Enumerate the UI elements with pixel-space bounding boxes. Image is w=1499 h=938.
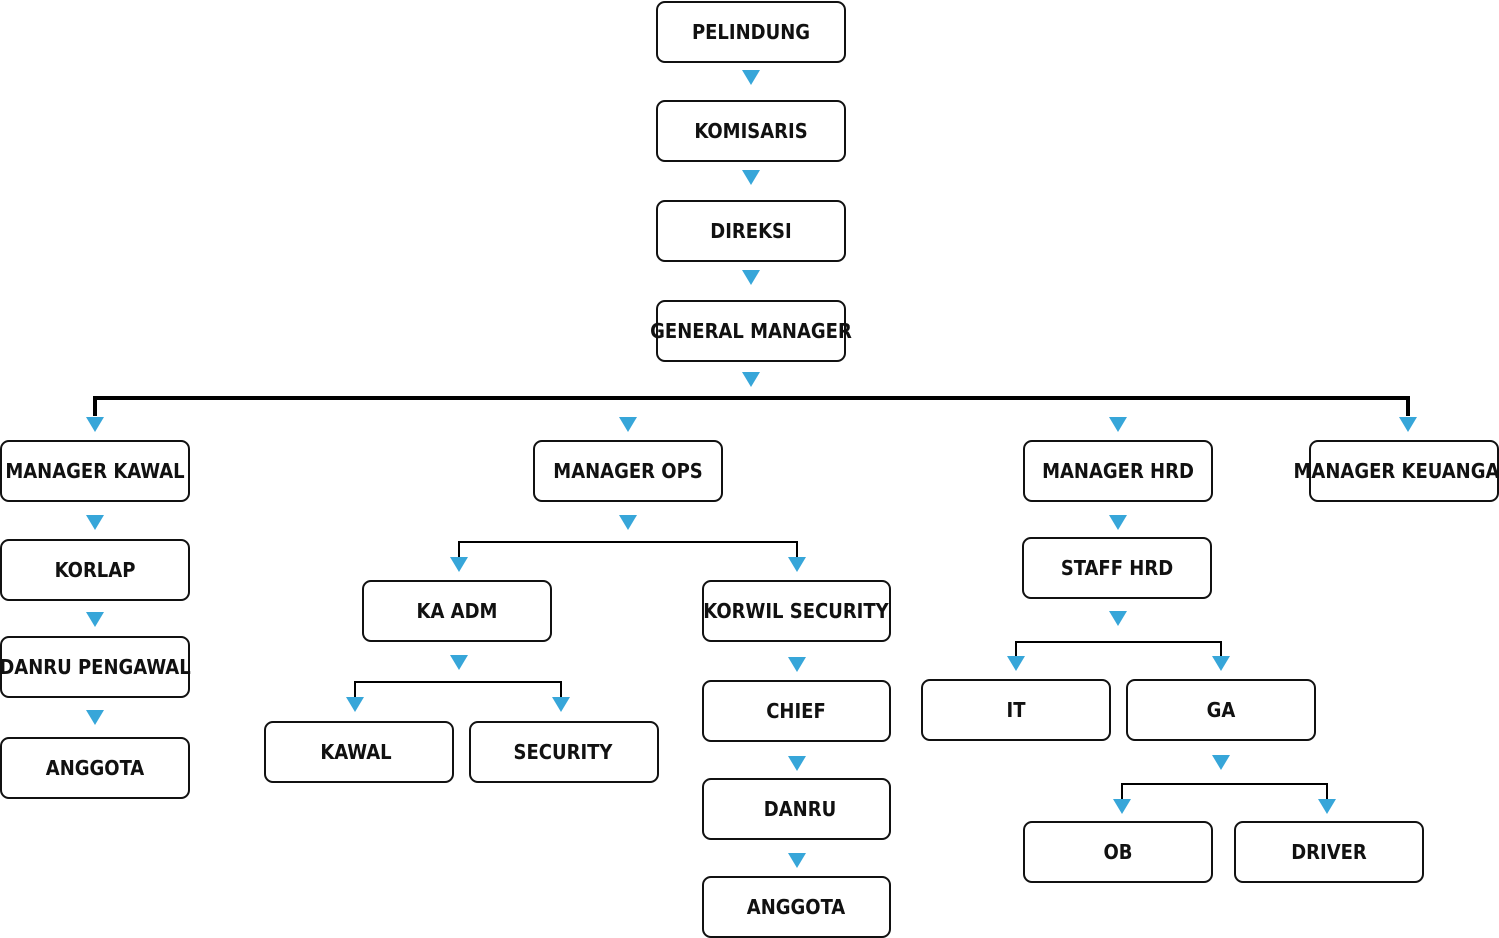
node-manager-hrd: MANAGER HRD [1023, 440, 1213, 502]
node-staff-hrd-label: STAFF HRD [1061, 556, 1173, 580]
node-direksi-label: DIREKSI [710, 219, 791, 243]
node-anggota-kawal: ANGGOTA [0, 737, 190, 799]
node-manager-kawal: MANAGER KAWAL [0, 440, 190, 502]
node-korlap-label: KORLAP [55, 558, 136, 582]
down-arrow-icon [1318, 799, 1336, 814]
node-ga-label: GA [1207, 698, 1236, 722]
down-arrow-icon [619, 515, 637, 530]
down-arrow-icon [1399, 417, 1417, 432]
node-ka-adm: KA ADM [362, 580, 552, 642]
node-chief: CHIEF [702, 680, 891, 742]
node-general-manager: GENERAL MANAGER [650, 300, 852, 362]
down-arrow-icon [742, 170, 760, 185]
node-manager-kawal-label: MANAGER KAWAL [5, 459, 184, 483]
node-general-manager-label: GENERAL MANAGER [650, 319, 852, 343]
node-ob: OB [1023, 821, 1213, 883]
down-arrow-icon [450, 655, 468, 670]
node-chief-label: CHIEF [766, 699, 826, 723]
node-pelindung-label: PELINDUNG [692, 20, 810, 44]
down-arrow-icon [742, 372, 760, 387]
down-arrow-icon [86, 710, 104, 725]
connectors [93, 396, 1410, 800]
down-arrow-icon [346, 697, 364, 712]
down-arrow-icon [1212, 755, 1230, 770]
node-manager-hrd-label: MANAGER HRD [1042, 459, 1194, 483]
department-bus-line [93, 396, 1410, 416]
node-it: IT [921, 679, 1111, 741]
down-arrow-icon [1007, 656, 1025, 671]
node-manager-ops: MANAGER OPS [533, 440, 723, 502]
down-arrow-icon [788, 853, 806, 868]
node-anggota-ops-label: ANGGOTA [747, 895, 846, 919]
arrows [86, 70, 1417, 868]
node-komisaris: KOMISARIS [656, 100, 846, 162]
down-arrow-icon [788, 756, 806, 771]
node-korlap: KORLAP [0, 539, 190, 601]
node-ob-label: OB [1103, 840, 1132, 864]
down-arrow-icon [788, 657, 806, 672]
down-arrow-icon [742, 270, 760, 285]
node-korwil-security: KORWIL SECURITY [702, 580, 891, 642]
down-arrow-icon [1109, 611, 1127, 626]
down-arrow-icon [450, 557, 468, 572]
node-danru-pengawal: DANRU PENGAWAL [0, 636, 191, 698]
node-korwil-security-label: KORWIL SECURITY [703, 599, 889, 623]
node-driver: DRIVER [1234, 821, 1424, 883]
node-komisaris-label: KOMISARIS [694, 119, 807, 143]
node-security: SECURITY [469, 721, 659, 783]
node-it-label: IT [1007, 698, 1027, 722]
down-arrow-icon [86, 515, 104, 530]
down-arrow-icon [742, 70, 760, 85]
node-manager-keuangan: MANAGER KEUANGAN [1294, 440, 1499, 502]
down-arrow-icon [1212, 656, 1230, 671]
node-danru-pengawal-label: DANRU PENGAWAL [0, 655, 191, 679]
down-arrow-icon [86, 612, 104, 627]
node-anggota-kawal-label: ANGGOTA [46, 756, 145, 780]
down-arrow-icon [1109, 417, 1127, 432]
node-manager-keuangan-label: MANAGER KEUANGAN [1294, 459, 1499, 483]
ka-adm-branch-line [354, 681, 562, 698]
node-kawal: KAWAL [264, 721, 454, 783]
node-danru: DANRU [702, 778, 891, 840]
node-ka-adm-label: KA ADM [417, 599, 498, 623]
down-arrow-icon [619, 417, 637, 432]
ops-branch-line [458, 541, 798, 558]
down-arrow-icon [86, 417, 104, 432]
node-anggota-ops: ANGGOTA [702, 876, 891, 938]
down-arrow-icon [788, 557, 806, 572]
down-arrow-icon [1113, 799, 1131, 814]
ga-branch-line [1121, 783, 1328, 800]
node-pelindung: PELINDUNG [656, 1, 846, 63]
node-direksi: DIREKSI [656, 200, 846, 262]
down-arrow-icon [552, 697, 570, 712]
node-driver-label: DRIVER [1291, 840, 1367, 864]
node-danru-label: DANRU [764, 797, 836, 821]
node-manager-ops-label: MANAGER OPS [553, 459, 702, 483]
hrd-branch-line [1015, 641, 1222, 657]
node-security-label: SECURITY [514, 740, 614, 764]
down-arrow-icon [1109, 515, 1127, 530]
node-ga: GA [1126, 679, 1316, 741]
node-staff-hrd: STAFF HRD [1022, 537, 1212, 599]
node-kawal-label: KAWAL [320, 740, 391, 764]
